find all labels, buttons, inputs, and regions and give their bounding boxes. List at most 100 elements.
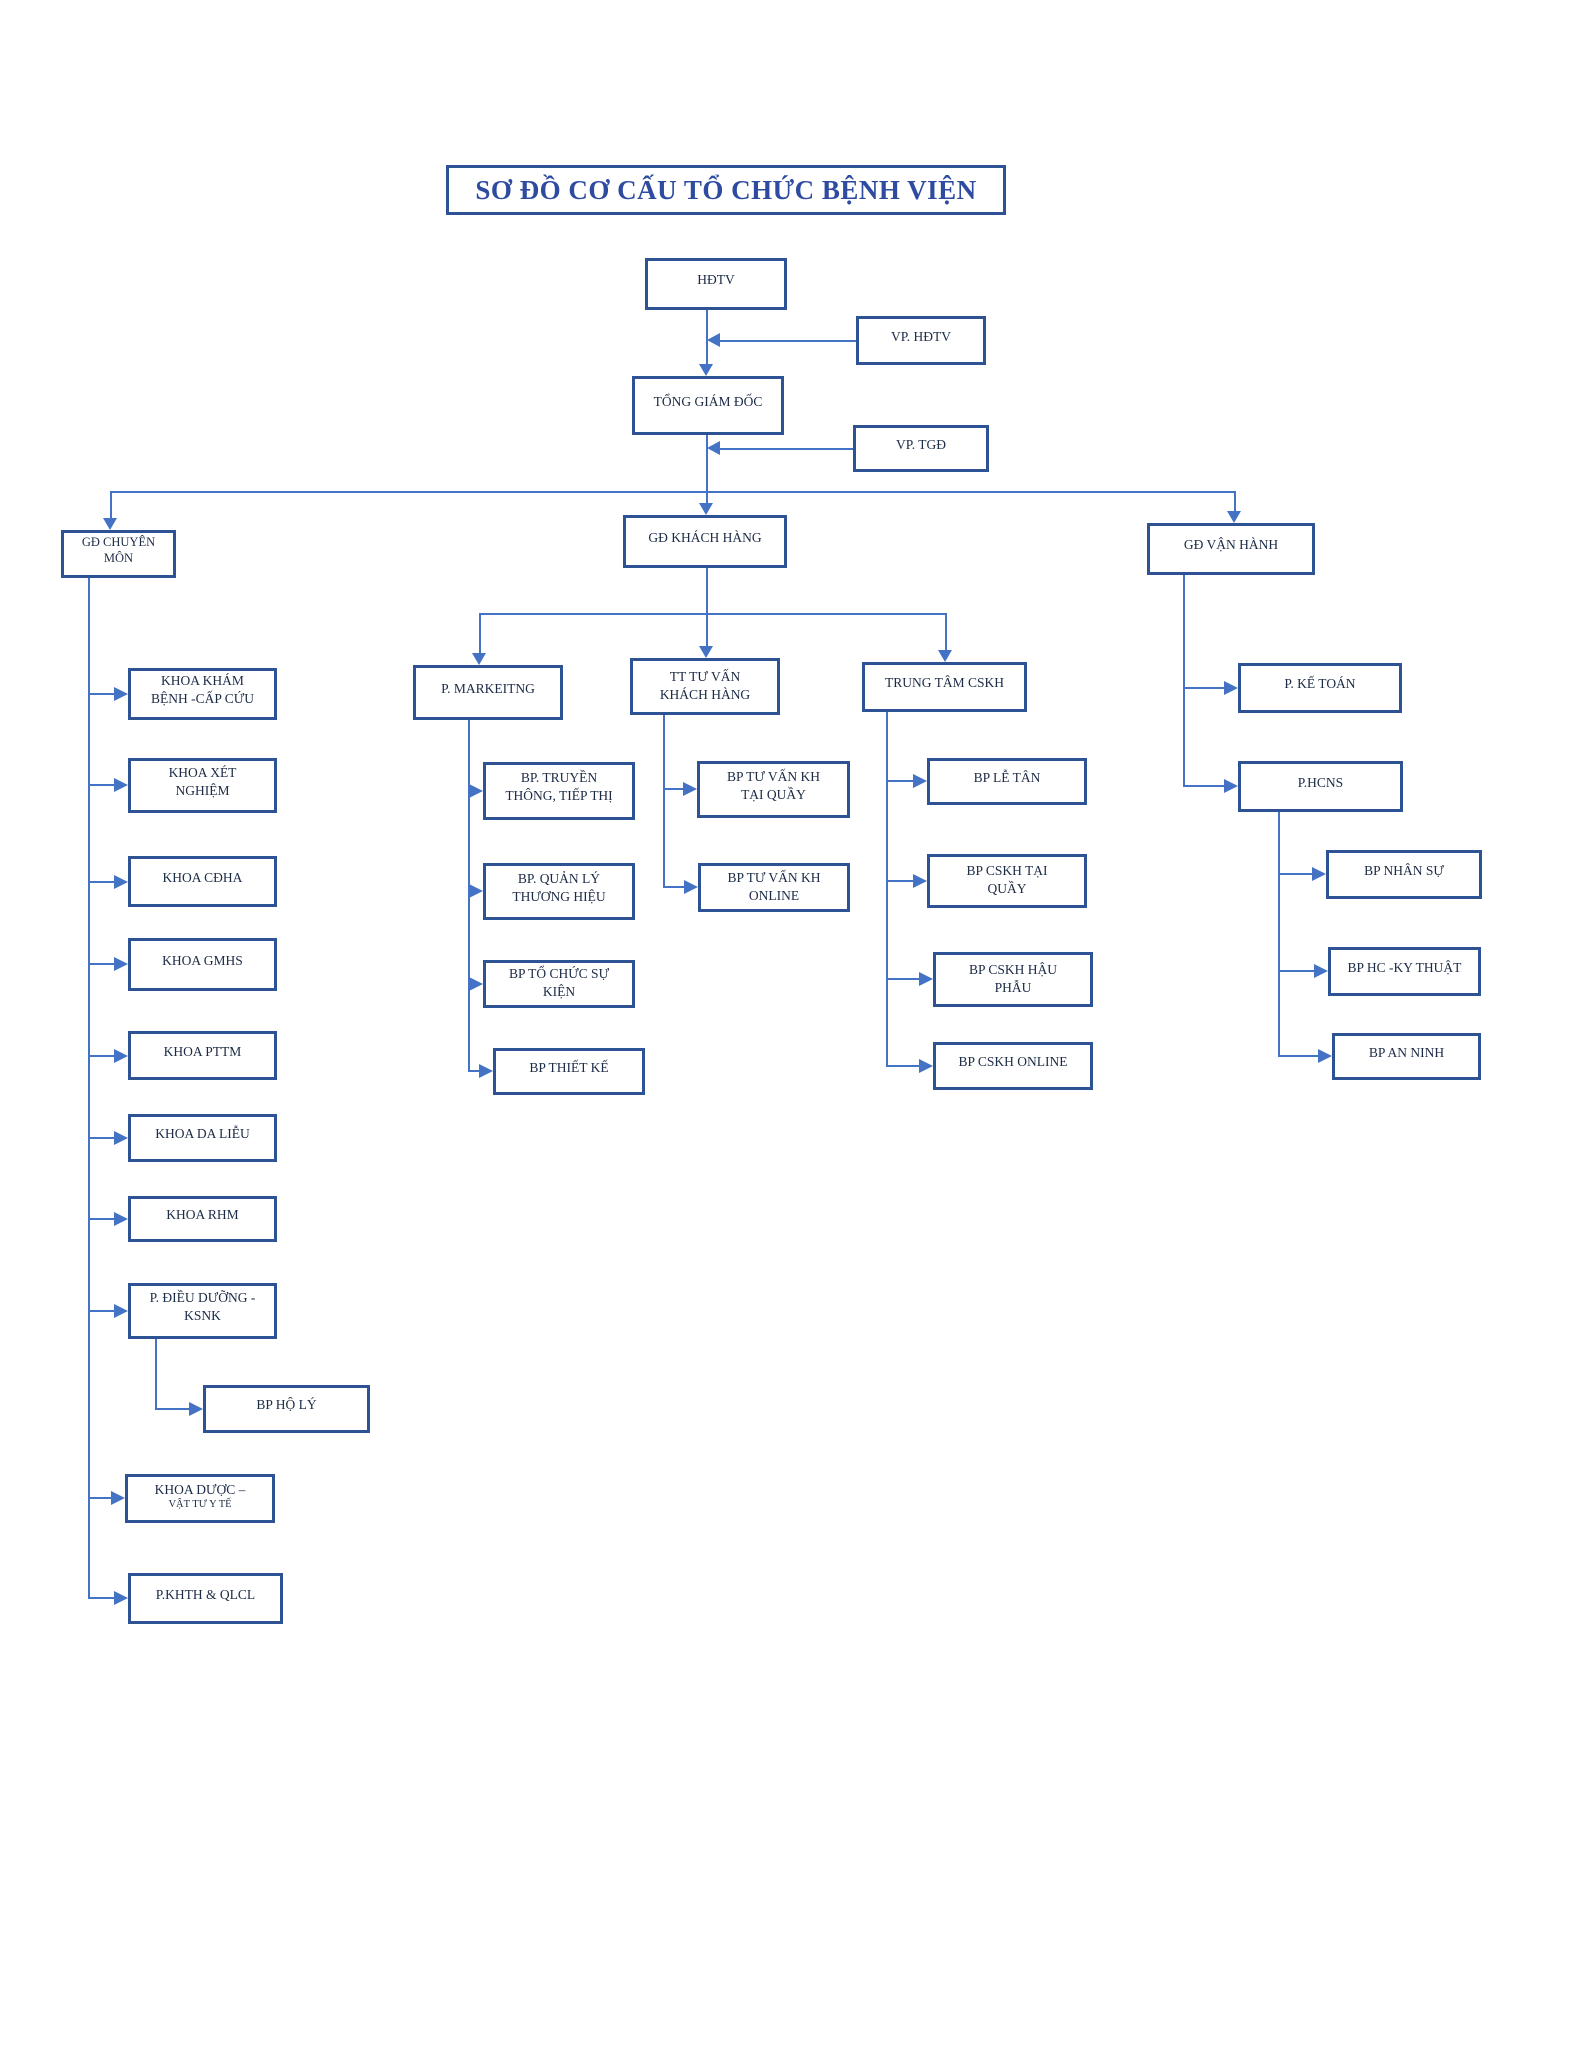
arrow-right-icon [114, 1304, 128, 1318]
connector-line [720, 448, 853, 450]
arrow-down-icon [472, 653, 486, 665]
arrow-right-icon [469, 977, 483, 991]
node-bp-thiet-ke: BP THIẾT KẾ [493, 1048, 645, 1095]
node-khoa-duoc: KHOA DƯỢC – VẬT TƯ Y TẾ [125, 1474, 275, 1523]
connector-line [886, 978, 919, 980]
connector-line [88, 784, 114, 786]
node-p-marketing: P. MARKEITNG [413, 665, 563, 720]
node-p-ke-toan-label: P. KẾ TOÁN [1284, 676, 1356, 692]
node-khoa-duoc-label: KHOA DƯỢC – [154, 1481, 246, 1497]
node-khoa-cdha-label: KHOA CĐHA [162, 869, 243, 885]
connector-line [1278, 1055, 1318, 1057]
node-bp-nhan-su: BP NHÂN SỰ [1326, 850, 1482, 899]
node-tt-tu-van: TT TƯ VẤN KHÁCH HÀNG [630, 658, 780, 715]
node-khoa-rhm-label: KHOA RHM [166, 1207, 239, 1223]
node-p-khth-qlcl-label: P.KHTH & QLCL [155, 1586, 256, 1602]
connector-line [468, 1070, 479, 1072]
connector-line [88, 1137, 114, 1139]
connector-line [1183, 575, 1185, 786]
connector-line [479, 613, 947, 615]
arrow-right-icon [114, 875, 128, 889]
connector-line [706, 614, 708, 646]
node-hdtv: HĐTV [645, 258, 787, 310]
node-bp-truyen-thong-label: BP. TRUYỀN THÔNG, TIẾP THỊ [505, 770, 613, 803]
connector-line [706, 568, 708, 614]
node-vp-tgd: VP. TGĐ [853, 425, 989, 472]
arrow-right-icon [1224, 779, 1238, 793]
node-p-khth-qlcl: P.KHTH & QLCL [128, 1573, 283, 1624]
connector-line [945, 614, 947, 650]
node-tong-giam-doc: TỔNG GIÁM ĐỐC [632, 376, 784, 435]
node-khoa-xet-nghiem-label: KHOA XÉT NGHIỆM [168, 764, 237, 798]
connector-line [88, 578, 90, 1598]
arrow-left-icon [707, 333, 720, 347]
connector-line [479, 614, 481, 653]
node-bp-cskh-hau-phau: BP CSKH HẬU PHẪU [933, 952, 1093, 1007]
connector-line [155, 1408, 189, 1410]
arrow-left-icon [707, 441, 720, 455]
node-bp-le-tan-label: BP LỄ TÂN [973, 769, 1041, 785]
node-bp-an-ninh-label: BP AN NINH [1368, 1044, 1445, 1060]
node-bp-to-chuc-su-kien-label: BP TỔ CHỨC SỰ KIỆN [508, 966, 610, 999]
arrow-right-icon [114, 1591, 128, 1605]
arrow-down-icon [699, 646, 713, 658]
node-khoa-duoc-sublabel: VẬT TƯ Y TẾ [168, 1499, 232, 1511]
node-bp-quan-ly-thuong-hieu: BP. QUẢN LÝ THƯƠNG HIỆU [483, 863, 635, 920]
arrow-right-icon [114, 1131, 128, 1145]
arrow-right-icon [479, 1064, 493, 1078]
connector-line [663, 886, 684, 888]
connector-line [886, 780, 913, 782]
node-gd-chuyen-mon: GĐ CHUYÊN MÔN [61, 530, 176, 578]
connector-line [1278, 970, 1314, 972]
arrow-right-icon [114, 1049, 128, 1063]
connector-line [88, 1055, 114, 1057]
connector-line [1278, 812, 1280, 1057]
node-p-dieu-duong-label: P. ĐIỀU DƯỠNG - KSNK [149, 1290, 256, 1323]
connector-line [88, 1218, 114, 1220]
connector-line [88, 1497, 111, 1499]
connector-line [720, 340, 856, 342]
connector-line [88, 963, 114, 965]
arrow-down-icon [1227, 511, 1241, 523]
node-bp-tu-van-tai-quay: BP TƯ VẤN KH TẠI QUẦY [697, 761, 850, 818]
connector-line [706, 435, 708, 503]
node-bp-cskh-online-label: BP CSKH ONLINE [958, 1054, 1068, 1070]
node-p-dieu-duong: P. ĐIỀU DƯỠNG - KSNK [128, 1283, 277, 1339]
node-khoa-kham-benh: KHOA KHÁM BỆNH -CẤP CỨU [128, 668, 277, 720]
node-bp-quan-ly-thuong-hieu-label: BP. QUẢN LÝ THƯƠNG HIỆU [512, 870, 606, 904]
node-vp-hdtv-label: VP. HĐTV [890, 328, 951, 344]
arrow-right-icon [114, 957, 128, 971]
node-bp-cskh-tai-quay-label: BP CSKH TẠI QUẦY [966, 863, 1048, 896]
connector-line [663, 788, 683, 790]
arrow-right-icon [913, 874, 927, 888]
node-p-marketing-label: P. MARKEITNG [441, 680, 535, 696]
arrow-down-icon [938, 650, 952, 662]
node-bp-tu-van-online-label: BP TƯ VẤN KH ONLINE [727, 869, 821, 903]
arrow-down-icon [103, 518, 117, 530]
node-khoa-kham-benh-label: KHOA KHÁM BỆNH -CẤP CỨU [151, 673, 254, 706]
node-bp-hc-ky-thuat: BP HC -KY THUẬT [1328, 947, 1481, 996]
node-bp-truyen-thong: BP. TRUYỀN THÔNG, TIẾP THỊ [483, 762, 635, 820]
arrow-down-icon [699, 503, 713, 515]
node-khoa-da-lieu: KHOA DA LIỄU [128, 1114, 277, 1162]
node-khoa-rhm: KHOA RHM [128, 1196, 277, 1242]
arrow-right-icon [111, 1491, 125, 1505]
arrow-right-icon [1314, 964, 1328, 978]
node-trung-tam-cskh: TRUNG TÂM CSKH [862, 662, 1027, 712]
node-gd-chuyen-mon-label: GĐ CHUYÊN MÔN [81, 534, 156, 565]
node-bp-cskh-hau-phau-label: BP CSKH HẬU PHẪU [968, 961, 1058, 995]
connector-line [1183, 785, 1224, 787]
arrow-right-icon [469, 784, 483, 798]
connector-line [663, 715, 665, 888]
node-gd-khach-hang-label: GĐ KHÁCH HÀNG [648, 529, 762, 545]
chart-title-label: SƠ ĐỒ CƠ CẤU TỔ CHỨC BỆNH VIỆN [475, 174, 977, 205]
connector-line [155, 1339, 157, 1409]
connector-line [886, 1065, 919, 1067]
arrow-right-icon [114, 1212, 128, 1226]
chart-title: SƠ ĐỒ CƠ CẤU TỔ CHỨC BỆNH VIỆN [446, 165, 1006, 215]
node-khoa-pttm-label: KHOA PTTM [163, 1043, 242, 1059]
node-bp-ho-ly-label: BP HỘ LÝ [256, 1397, 317, 1413]
node-hdtv-label: HĐTV [697, 272, 735, 288]
connector-line [1234, 492, 1236, 511]
